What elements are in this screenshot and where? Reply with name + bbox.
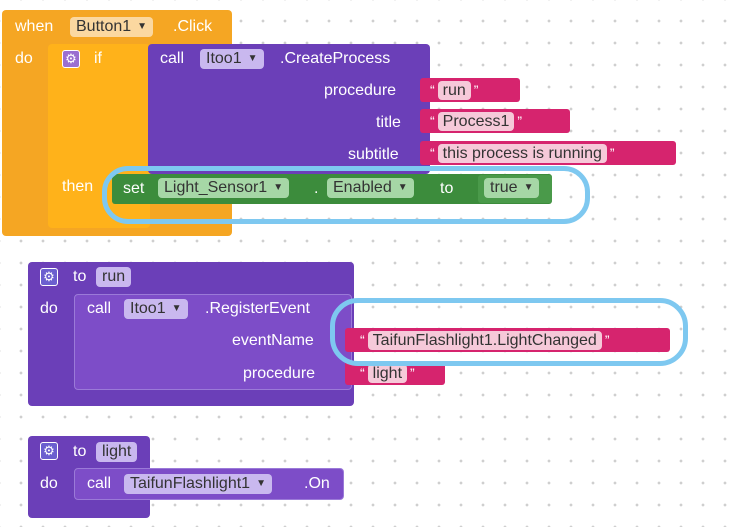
- event-name-string-value[interactable]: TaifunFlashlight1.LightChanged: [367, 331, 602, 350]
- subtitle-string-value[interactable]: this process is running: [437, 144, 607, 163]
- call-label: call: [87, 475, 112, 492]
- chevron-down-icon: ▼: [397, 182, 408, 193]
- do-label: do: [40, 300, 58, 317]
- itoo1-dropdown-text: Itoo1: [206, 50, 242, 67]
- flashlight-dropdown-text: TaifunFlashlight1: [130, 475, 251, 492]
- property-dropdown-text: Enabled: [333, 179, 392, 196]
- gear-icon[interactable]: ⚙: [62, 50, 80, 68]
- chevron-down-icon: ▼: [247, 53, 258, 64]
- procedure-name-field[interactable]: run: [96, 267, 132, 287]
- chevron-down-icon: ▼: [171, 303, 182, 314]
- procedure-label: procedure: [243, 365, 316, 382]
- set-label: set: [123, 180, 145, 197]
- procedure-string-value[interactable]: light: [367, 364, 408, 383]
- when-label: when: [15, 18, 54, 35]
- if-label: if: [94, 50, 102, 67]
- title-string-value[interactable]: Process1: [437, 112, 515, 131]
- on-method-label: .On: [304, 475, 330, 492]
- itoo1-dropdown[interactable]: Itoo1 ▼: [200, 49, 264, 69]
- property-dropdown[interactable]: Enabled ▼: [327, 178, 414, 198]
- procedure-string-block[interactable]: “run”: [420, 78, 520, 102]
- button1-dropdown[interactable]: Button1 ▼: [70, 17, 154, 37]
- gear-icon[interactable]: ⚙: [40, 442, 58, 460]
- call-label: call: [160, 50, 185, 67]
- do-label: do: [40, 475, 58, 492]
- light-sensor-dropdown-text: Light_Sensor1: [164, 179, 268, 196]
- subtitle-string-block[interactable]: “this process is running”: [420, 141, 676, 165]
- click-label: .Click: [173, 18, 213, 35]
- light-sensor-dropdown[interactable]: Light_Sensor1 ▼: [158, 178, 290, 198]
- call-label: call: [87, 300, 112, 317]
- then-label: then: [62, 178, 94, 195]
- boolean-dropdown[interactable]: true ▼: [484, 178, 540, 198]
- subtitle-label: subtitle: [348, 146, 399, 163]
- chevron-down-icon: ▼: [523, 182, 534, 193]
- create-process-block[interactable]: [148, 44, 430, 174]
- event-name-string-block[interactable]: “TaifunFlashlight1.LightChanged”: [345, 328, 670, 352]
- gear-icon[interactable]: ⚙: [40, 268, 58, 286]
- button1-dropdown-text: Button1: [76, 18, 132, 35]
- chevron-down-icon: ▼: [137, 21, 148, 32]
- register-event-block[interactable]: [74, 294, 352, 390]
- event-name-label: eventName: [232, 332, 314, 349]
- highlight-circle-event: [330, 298, 688, 366]
- to-label: to: [73, 443, 87, 460]
- to-label: to: [440, 180, 454, 197]
- procedure-string-value[interactable]: run: [437, 81, 471, 100]
- create-process-label: .CreateProcess: [280, 50, 391, 67]
- title-label: title: [376, 114, 401, 131]
- title-string-block[interactable]: “Process1”: [420, 109, 570, 133]
- flashlight-dropdown[interactable]: TaifunFlashlight1 ▼: [124, 474, 272, 494]
- do-label: do: [15, 50, 33, 67]
- register-event-label: .RegisterEvent: [205, 300, 310, 317]
- procedure-label: procedure: [324, 82, 397, 99]
- procedure-name-field[interactable]: light: [96, 442, 138, 462]
- boolean-dropdown-text: true: [490, 179, 518, 196]
- highlight-circle-setter: [102, 166, 590, 224]
- chevron-down-icon: ▼: [273, 182, 284, 193]
- chevron-down-icon: ▼: [256, 478, 266, 489]
- itoo1-dropdown-text: Itoo1: [130, 300, 166, 317]
- to-label: to: [73, 268, 87, 285]
- dot-label: .: [314, 180, 319, 197]
- itoo1-dropdown[interactable]: Itoo1 ▼: [124, 299, 188, 319]
